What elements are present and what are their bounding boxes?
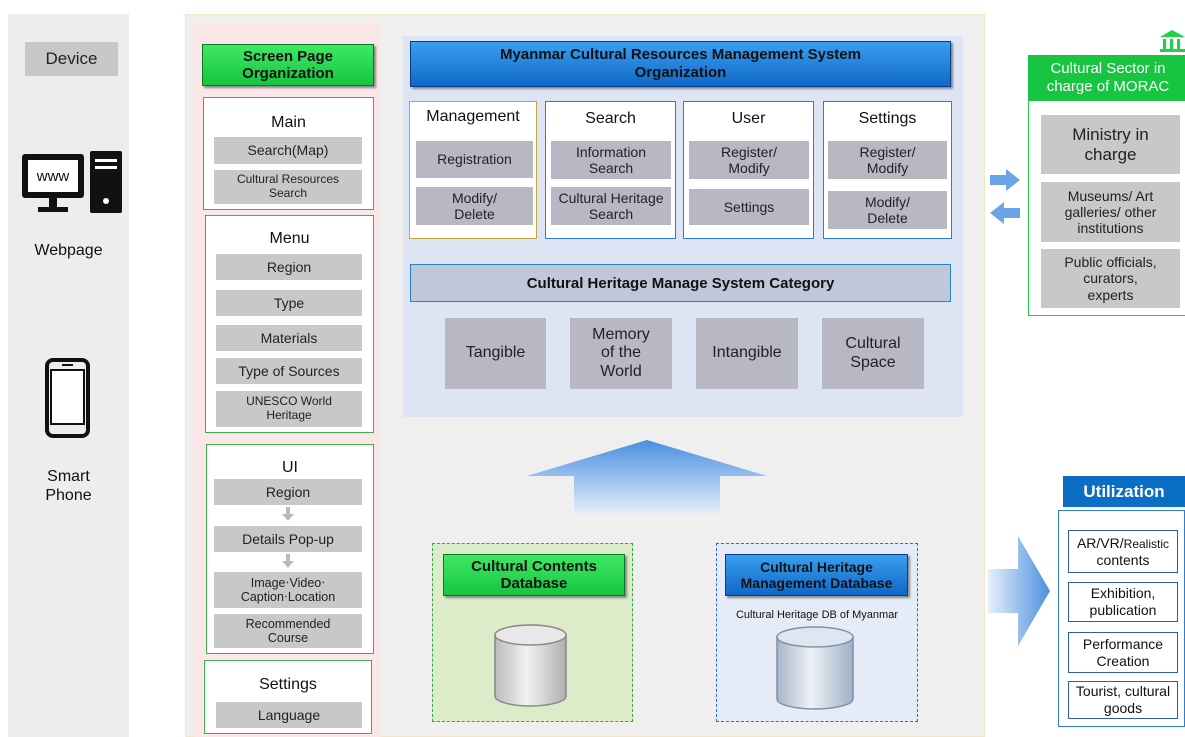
- menu-item-unesco[interactable]: UNESCO World Heritage: [216, 391, 362, 427]
- ui-item-details-popup[interactable]: Details Pop-up: [214, 526, 362, 552]
- ui-item-region[interactable]: Region: [214, 479, 362, 505]
- menu-item-materials[interactable]: Materials: [216, 325, 362, 351]
- right-arrow-icon: [990, 169, 1020, 191]
- menu-item-region[interactable]: Region: [216, 254, 362, 280]
- down-arrow-icon: [282, 507, 294, 523]
- sector-title: Cultural Sector in charge of MORAC: [1028, 55, 1185, 101]
- category-memory-of-the-world[interactable]: Memory of the World: [570, 318, 672, 389]
- monitor-icon: [22, 151, 122, 216]
- group-search-title: Search: [585, 110, 636, 127]
- menu-item-type-of-sources[interactable]: Type of Sources: [216, 358, 362, 384]
- menu-item-type[interactable]: Type: [216, 290, 362, 316]
- smartphone-icon: [45, 358, 90, 438]
- contents-db-title: Cultural Contents Database: [443, 554, 625, 596]
- utilization-item-tourist: Tourist, cultural goods: [1068, 681, 1178, 719]
- system-title: Myanmar Cultural Resources Management Sy…: [410, 41, 951, 87]
- category-tangible[interactable]: Tangible: [445, 318, 546, 389]
- main-item-search-map[interactable]: Search(Map): [214, 137, 362, 164]
- arvr-main: AR/VR/: [1076, 534, 1124, 551]
- search-cultural-heritage[interactable]: Cultural Heritage Search: [551, 187, 671, 225]
- user-register-modify[interactable]: Register/ Modify: [689, 141, 809, 179]
- user-settings[interactable]: Settings: [689, 189, 809, 225]
- sector-item-museums: Museums/ Art galleries/ other institutio…: [1041, 182, 1180, 242]
- category-title: Cultural Heritage Manage System Category: [410, 264, 951, 302]
- heritage-db-subtitle: Cultural Heritage DB of Myanmar: [735, 609, 898, 621]
- ui-item-recommended-course[interactable]: Recommended Course: [214, 614, 362, 648]
- utilization-panel: [1058, 510, 1185, 727]
- database-icon: [775, 625, 855, 711]
- smartphone-label: Smart Phone: [45, 467, 92, 504]
- database-icon: [493, 623, 568, 708]
- heritage-db-title: Cultural Heritage Management Database: [725, 554, 908, 596]
- category-intangible[interactable]: Intangible: [696, 318, 798, 389]
- settings-register-modify[interactable]: Register/ Modify: [828, 141, 947, 179]
- group-user-title: User: [731, 110, 766, 127]
- www-text: www: [36, 167, 70, 185]
- utilization-item-arvr: AR/VR/Realistic contents: [1068, 530, 1178, 573]
- down-arrow-icon: [282, 554, 294, 570]
- device-header: Device: [25, 42, 118, 76]
- main-item-cultural-resources-search[interactable]: Cultural Resources Search: [214, 170, 362, 204]
- sector-item-ministry: Ministry in charge: [1041, 115, 1180, 174]
- management-registration[interactable]: Registration: [416, 141, 533, 178]
- group-settings-title: Settings: [858, 110, 917, 127]
- right-arrow-icon: [988, 536, 1050, 646]
- search-information[interactable]: Information Search: [551, 141, 671, 179]
- menu-section-title: Menu: [269, 230, 310, 247]
- management-modify-delete[interactable]: Modify/ Delete: [416, 187, 533, 225]
- arvr-small: Realistic: [1123, 536, 1170, 551]
- sector-item-officials: Public officials, curators, experts: [1041, 249, 1180, 308]
- arvr-rest: contents: [1096, 551, 1150, 568]
- utilization-item-exhibition: Exhibition, publication: [1068, 582, 1178, 622]
- settings-modify-delete[interactable]: Modify/ Delete: [828, 191, 947, 229]
- main-section-title: Main: [271, 114, 306, 131]
- utilization-title: Utilization: [1063, 476, 1185, 507]
- settings-section-title: Settings: [259, 676, 317, 693]
- webpage-label: Webpage: [34, 242, 103, 259]
- screen-page-title: Screen Page Organization: [202, 44, 374, 86]
- utilization-item-performance: Performance Creation: [1068, 632, 1178, 673]
- building-icon: [1160, 30, 1185, 52]
- up-arrow-icon: [527, 440, 767, 514]
- settings-item-language[interactable]: Language: [216, 702, 362, 728]
- category-cultural-space[interactable]: Cultural Space: [822, 318, 924, 389]
- group-management-title: Management: [426, 108, 520, 125]
- left-arrow-icon: [990, 202, 1020, 224]
- ui-section-title: UI: [282, 459, 298, 476]
- ui-item-image-video[interactable]: Image‧Video‧ Caption‧Location: [214, 572, 362, 608]
